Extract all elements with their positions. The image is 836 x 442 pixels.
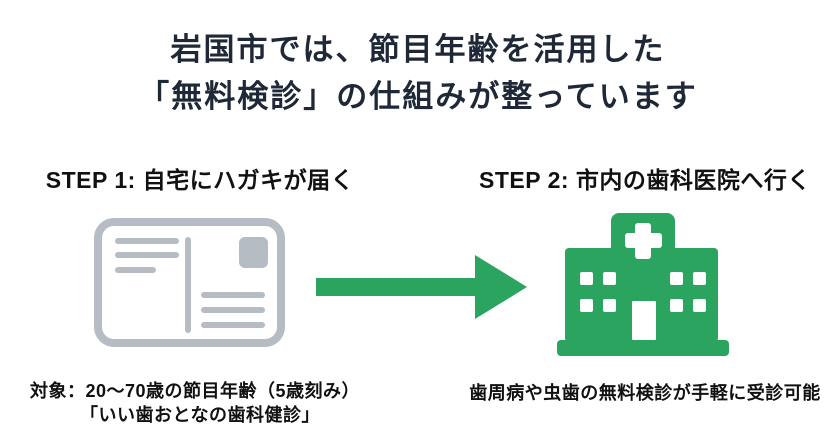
arrow-shape <box>316 255 527 319</box>
window <box>603 272 616 285</box>
cross-horizontal <box>625 233 662 248</box>
window <box>693 272 706 285</box>
message-line <box>201 307 265 313</box>
step1-heading: STEP 1: 自宅にハガキが届く <box>45 167 355 193</box>
message-line <box>201 292 265 298</box>
address-line <box>115 238 179 244</box>
window <box>670 299 683 312</box>
hospital-markings <box>580 223 706 340</box>
door <box>632 301 656 340</box>
step1-caption-line2: 「いい歯おとなの歯科健診」 <box>80 405 320 425</box>
hospital-icon <box>556 213 730 356</box>
divider-line <box>185 237 191 333</box>
step2-heading: STEP 2: 市内の歯科医院へ行く <box>479 167 811 193</box>
window <box>670 272 683 285</box>
address-line <box>115 252 179 258</box>
main-title-line2: 「無料検診」の仕組みが整っています <box>138 79 698 114</box>
window <box>693 299 706 312</box>
stamp <box>239 237 268 268</box>
hospital-body <box>565 248 718 342</box>
main-title-line1: 岩国市では、節目年齢を活用した <box>170 32 666 67</box>
main-title: 岩国市では、節目年齢を活用した 「無料検診」の仕組みが整っています <box>0 26 836 120</box>
hospital-base <box>557 340 729 356</box>
address-line <box>115 267 156 273</box>
postcard-icon <box>94 218 285 347</box>
window <box>580 299 593 312</box>
step2-caption: 歯周病や虫歯の無料検診が手軽に受診可能 <box>469 383 821 403</box>
step1-caption-line1: 対象：20〜70歳の節目年齢（5歳刻み） <box>30 381 361 401</box>
window <box>580 272 593 285</box>
message-line <box>201 322 265 328</box>
window <box>603 299 616 312</box>
arrow-right-icon <box>316 253 528 321</box>
postcard-details <box>115 237 268 333</box>
